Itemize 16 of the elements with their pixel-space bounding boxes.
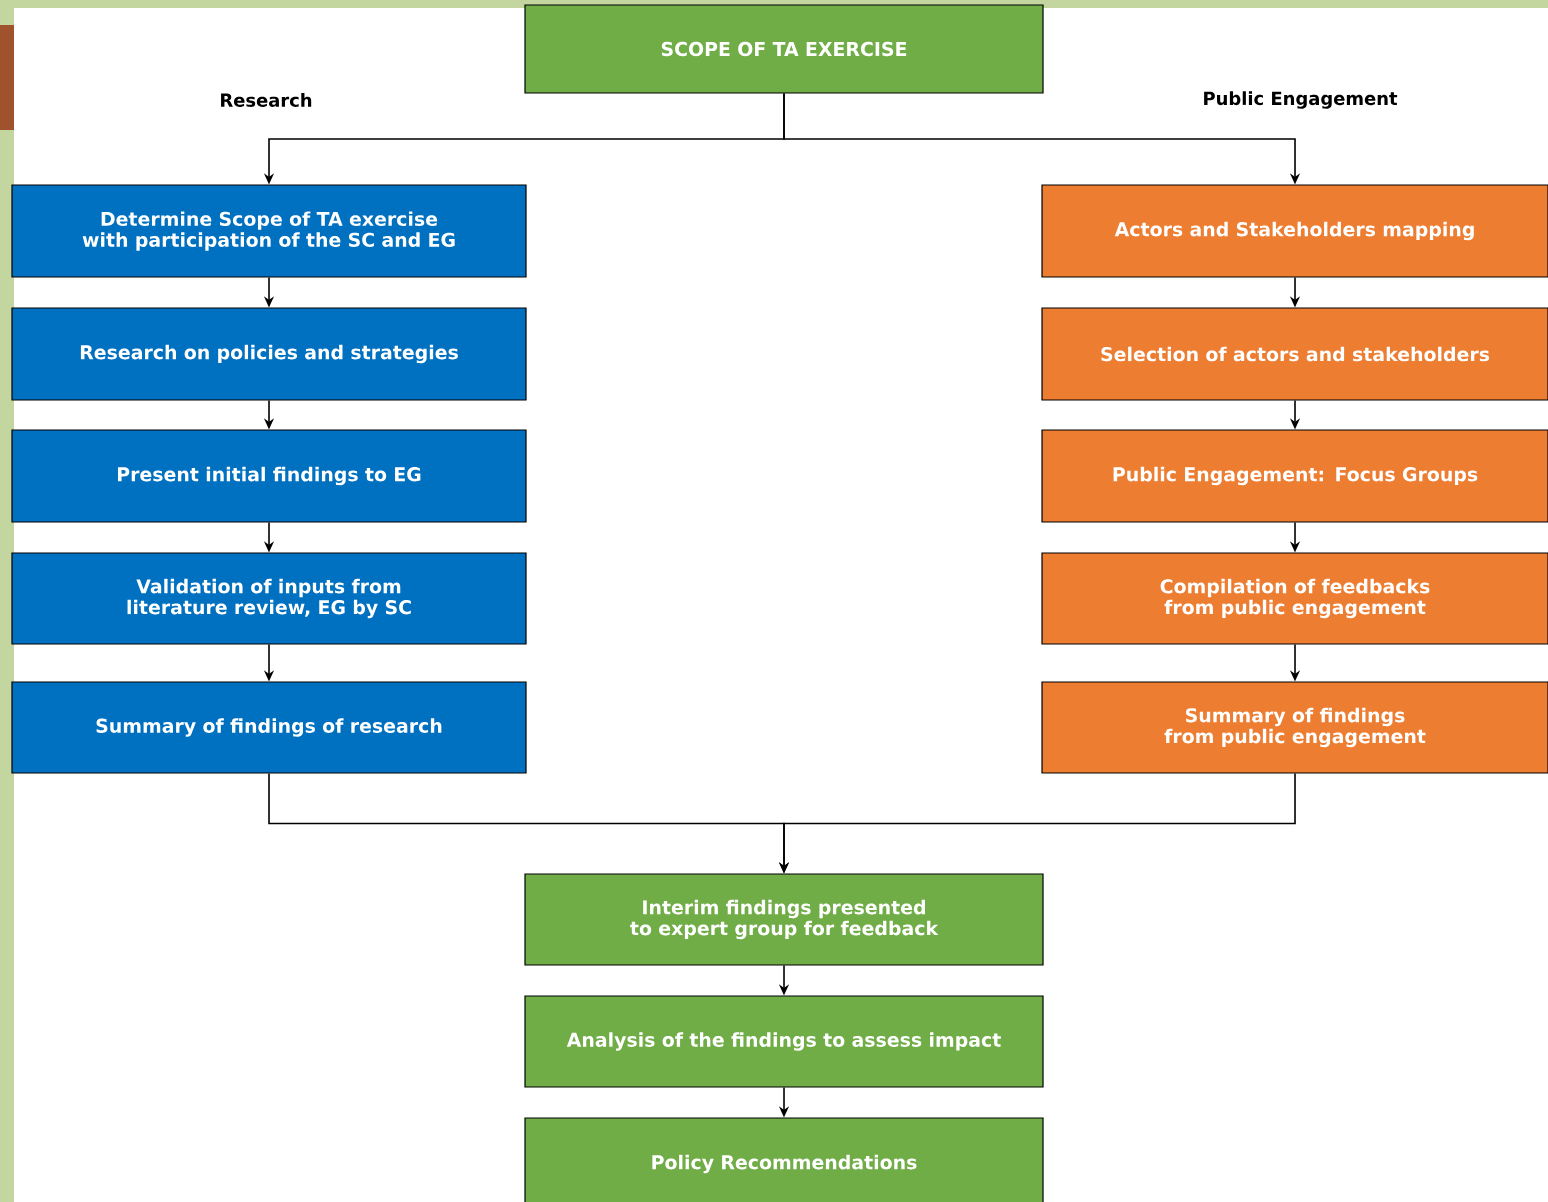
- process-box: Validation of inputs from literature review, EG by SC: [11, 552, 527, 645]
- process-box: Analysis of the findings to assess impact: [524, 995, 1044, 1088]
- process-box: Selection of actors and stakeholders: [1041, 307, 1548, 401]
- title-box: SCOPE OF TA EXERCISE: [524, 4, 1044, 94]
- process-box: Research on policies and strategies: [11, 307, 527, 401]
- process-box: Determine Scope of TA exercise with participation of the SC and EG: [11, 184, 527, 278]
- column-heading: Public Engagement: [1204, 91, 1398, 109]
- process-box: Interim findings presented to expert group for feedback: [524, 873, 1044, 966]
- process-box: Summary of findings of research: [11, 681, 527, 774]
- column-heading: Research: [221, 93, 312, 107]
- process-box: Actors and Stakeholders mapping: [1041, 184, 1548, 278]
- process-box: Public Engagement: Focus Groups: [1041, 429, 1548, 523]
- process-box: Policy Recommendations: [524, 1117, 1044, 1202]
- process-box: Compilation of feedbacks from public engagement: [1041, 552, 1548, 645]
- process-box: Present initial findings to EG: [11, 429, 527, 523]
- process-box: Summary of findings from public engagement: [1041, 681, 1548, 774]
